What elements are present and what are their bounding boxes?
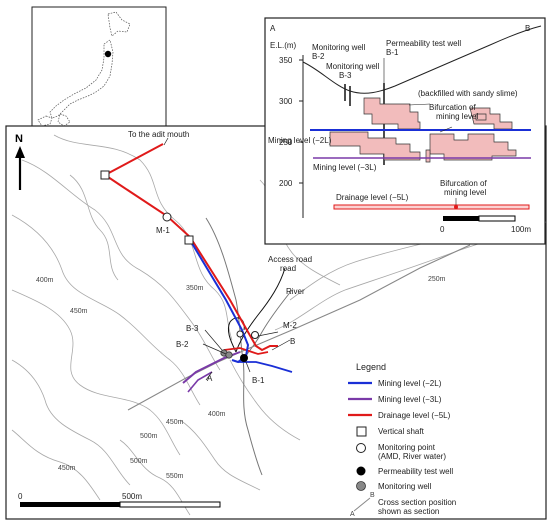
contour-label: 500m (130, 458, 148, 465)
section-level-5L (333, 204, 530, 210)
contour-label: 350m (186, 285, 204, 292)
legend-shaft: Vertical shaft (378, 427, 425, 436)
monitoring-point-m2 (251, 331, 259, 339)
legend-perm: Permeability test well (378, 467, 453, 476)
contour-label: 400m (208, 411, 226, 418)
section-label-b: B (525, 24, 530, 33)
section-level3-label: Mining level (−3L) (313, 163, 377, 172)
site-location-dot (104, 50, 112, 58)
section-scale-bar: 0 100m (440, 215, 531, 234)
contour-label: 450m (70, 308, 88, 315)
section-axis-title: E.L.(m) (270, 41, 297, 50)
b3-label: B-3 (186, 324, 199, 333)
legend-mining-3L: Mining level (−3L) (378, 395, 442, 404)
section-bif1: Bifurcation of (429, 103, 476, 112)
section-mw-b3: Monitoring well (326, 62, 380, 71)
monitoring-point-m1 (162, 212, 172, 222)
legend-shaft-icon (356, 426, 367, 437)
contour-label: 550m (166, 473, 184, 480)
legend-xsec-sub: shown as section (378, 507, 439, 516)
section-scale-end: 100m (511, 225, 531, 234)
m1-label: M-1 (156, 226, 170, 235)
legend-xsec-marker-b: B (370, 492, 375, 499)
legend: Legend Mining level (−2L) Mining level (… (348, 362, 456, 518)
ground-surface (302, 25, 542, 94)
permeability-test-well-b1 (240, 354, 248, 362)
contour-label: 400m (36, 277, 54, 284)
legend-monitor-sub: (AMD, River water) (378, 452, 446, 461)
axis-tick-200: 200 (279, 179, 293, 188)
legend-drainage-5L: Drainage level (−5L) (378, 411, 451, 420)
drainage-level-5L-route (103, 143, 278, 352)
legend-monitor-icon (356, 443, 366, 453)
section-mw-b2-id: B-2 (312, 52, 325, 61)
section-bif2b: mining level (444, 188, 486, 197)
mined-out-zones (329, 97, 517, 163)
japan-inset (31, 6, 167, 134)
section-bif1b: mining level (436, 112, 478, 121)
section-bif2: Bifurcation of (440, 179, 487, 188)
section-perm-id: B-1 (386, 48, 399, 57)
legend-xsec-marker-a: A (350, 511, 355, 518)
legend-mwell-icon (356, 481, 366, 491)
b2-label: B-2 (176, 340, 189, 349)
adit-mouth-label: To the adit mouth (128, 130, 189, 139)
contour-label: 500m (140, 433, 158, 440)
access-road-label: Access road (268, 255, 312, 264)
access-road-label-2: road (280, 264, 296, 273)
section-scale-zero: 0 (440, 225, 445, 234)
section-backfill: (backfilled with sandy slime) (418, 89, 518, 98)
section-level5-label: Drainage level (−5L) (336, 193, 409, 202)
legend-xsec: Cross section position (378, 498, 456, 507)
m2-label: M-2 (283, 321, 297, 330)
section-mw-b3-id: B-3 (339, 71, 352, 80)
contour-label: 250m (428, 276, 446, 283)
river-label: River (286, 287, 305, 296)
section-level2-label: Mining level (−2L) (268, 136, 332, 145)
map-scale-bar: 0 500m (18, 492, 221, 508)
axis-tick-350: 350 (279, 56, 293, 65)
river-tributary (242, 289, 293, 361)
axis-tick-300: 300 (279, 97, 293, 106)
vertical-shaft-1 (100, 170, 110, 180)
access-road-line (235, 267, 286, 353)
b1-label: B-1 (252, 376, 265, 385)
axis-tick-250: 250 (279, 138, 293, 147)
scale-zero: 0 (18, 492, 23, 501)
north-arrow: N (15, 133, 25, 190)
section-mw-b2: Monitoring well (312, 43, 366, 52)
legend-mining-2L: Mining level (−2L) (378, 379, 442, 388)
monitoring-well-b2 (225, 351, 233, 359)
legend-xsec-icon (353, 497, 371, 512)
contour-label: 450m (58, 465, 76, 472)
scale-end: 500m (122, 492, 142, 501)
b-point-label: B (290, 337, 295, 346)
a-point-label: A (207, 374, 213, 383)
cross-section-inset: A B E.L.(m) 350 300 250 200 (264, 17, 546, 245)
contour-label: 450m (166, 419, 184, 426)
section-label-a: A (270, 24, 276, 33)
legend-title: Legend (356, 362, 386, 372)
legend-monitor: Monitoring point (378, 443, 436, 452)
vertical-shaft-2 (184, 235, 194, 245)
legend-perm-icon (356, 466, 366, 476)
legend-mwell: Monitoring well (378, 482, 432, 491)
section-perm: Permeability test well (386, 39, 461, 48)
north-label: N (15, 133, 23, 145)
